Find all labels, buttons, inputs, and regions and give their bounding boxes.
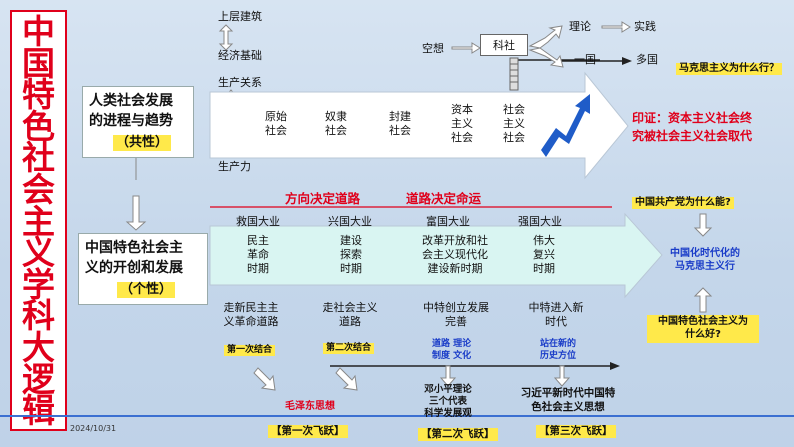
headline-left: 方向决定道路 xyxy=(285,191,361,206)
question-socialism-line2: 什么好? xyxy=(685,329,721,340)
slide-title: 中国特色社会主义 学科大逻辑 xyxy=(22,12,55,431)
leap-2: 【第二次飞跃】 xyxy=(418,428,498,441)
question-cpc: 中国共产党为什么能? xyxy=(632,197,734,209)
one-country-label: 一国 xyxy=(574,53,596,66)
note-road-theory: 道路 理论 xyxy=(432,339,472,349)
proof-line2: 究被社会主义社会取代 xyxy=(632,129,753,143)
combination-2: 第二次结合 xyxy=(323,343,375,354)
science-label: 科社 xyxy=(493,39,515,52)
bottom-rule xyxy=(0,415,794,417)
box2-line1: 中国特色社会主 xyxy=(85,240,183,256)
thought-mao: 毛泽东思想 xyxy=(285,401,335,412)
stage-socialist: 社会主义社会 xyxy=(503,103,525,144)
era-revive: 兴国大业 xyxy=(328,215,372,228)
stage-slave: 奴隶社会 xyxy=(325,110,347,137)
box2-tag: （个性） xyxy=(117,282,176,298)
note-new-standing: 站在新的 xyxy=(540,339,577,349)
box1-line1: 人类社会发展 xyxy=(89,93,173,109)
theory-label: 理论 xyxy=(569,20,591,33)
era-strengthen: 强国大业 xyxy=(518,215,562,228)
stage-primitive: 原始社会 xyxy=(265,110,287,137)
period-democratic: 民主革命时期 xyxy=(247,234,269,275)
road-1: 走新民主主义革命道路 xyxy=(223,301,279,328)
box2-line2: 义的开创和发展 xyxy=(85,260,183,276)
period-rejuvenation: 伟大复兴时期 xyxy=(533,234,555,275)
headline-right: 道路决定命运 xyxy=(406,191,482,206)
date-label: 2024/10/31 xyxy=(70,424,117,433)
economic-base-label: 经济基础 xyxy=(218,49,262,62)
leap-3: 【第三次飞跃】 xyxy=(536,425,616,438)
road-2: 走社会主义道路 xyxy=(322,301,378,328)
leap-1: 【第一次飞跃】 xyxy=(268,425,348,438)
socialism-development-box: 中国特色社会主 义的开创和发展 （个性） xyxy=(78,233,208,305)
note-historical-position: 历史方位 xyxy=(540,351,577,361)
period-reform: 改革开放和社会主义现代化建设新时期 xyxy=(422,234,488,275)
productive-forces-label: 生产力 xyxy=(218,160,251,173)
many-countries-label: 多国 xyxy=(636,53,658,66)
combination-1: 第一次结合 xyxy=(224,345,276,356)
practice-label: 实践 xyxy=(634,20,656,33)
superstructure-label: 上层建筑 xyxy=(218,10,262,23)
thought-deng: 邓小平理论三个代表科学发展观 xyxy=(424,384,472,419)
road-3: 中特创立发展完善 xyxy=(423,301,489,328)
road-4: 中特进入新时代 xyxy=(528,301,584,328)
science-box: 科社 xyxy=(480,34,528,56)
question-socialism-box: 中国特色社会主义为 什么好? xyxy=(647,315,759,343)
note-system-culture: 制度 文化 xyxy=(432,351,472,361)
utopia-label: 空想 xyxy=(422,42,444,55)
social-development-box: 人类社会发展 的进程与趋势 （共性） xyxy=(82,86,194,158)
era-enrich: 富国大业 xyxy=(426,215,470,228)
stage-feudal: 封建社会 xyxy=(389,110,411,137)
sinicized-line1: 中国化时代化的 xyxy=(670,248,740,259)
question-marx: 马克思主义为什么行？ xyxy=(676,63,782,75)
proof-line1: 印证：资本主义社会终 xyxy=(632,111,753,125)
box1-tag: （共性） xyxy=(113,135,172,151)
stage-capitalist: 资本主义社会 xyxy=(451,103,473,144)
sinicized-line2: 马克思主义行 xyxy=(675,261,735,272)
thought-xi: 习近平新时代中国特色社会主义思想 xyxy=(520,387,616,413)
era-save: 救国大业 xyxy=(236,215,280,228)
question-socialism-line1: 中国特色社会主义为 xyxy=(658,316,748,327)
relations-label: 生产关系 xyxy=(218,76,262,89)
period-construction: 建设探索时期 xyxy=(340,234,362,275)
title-box: 中国特色社会主义 学科大逻辑 xyxy=(10,10,67,431)
box1-line2: 的进程与趋势 xyxy=(89,113,173,129)
